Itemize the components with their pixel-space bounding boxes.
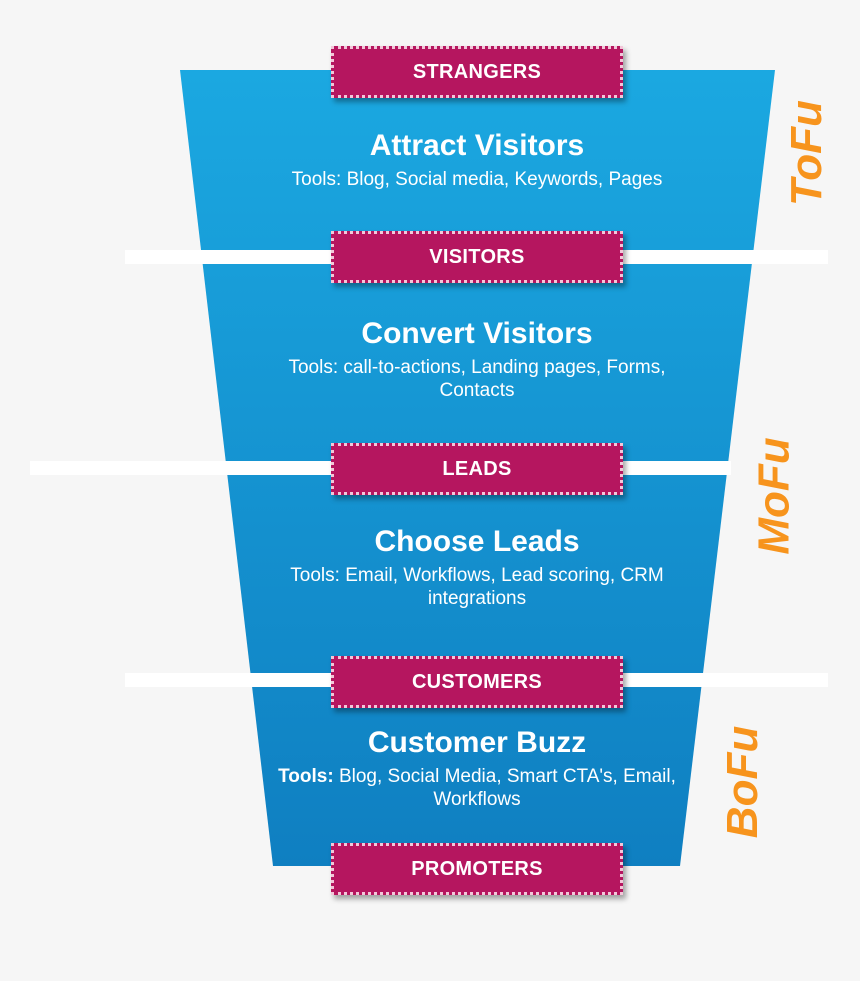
tools-list: Tools: Blog, Social media, Keywords, Pag… [291,169,663,190]
stage-buzz: Customer Buzz Tools: Blog, Social Media,… [277,725,677,811]
tag-strangers: STRANGERS [331,46,623,98]
stage-title: Choose Leads [374,525,580,558]
tools-list: Tools: call-to-actions, Landing pages, F… [288,357,666,401]
stage-convert: Convert Visitors Tools: call-to-actions,… [267,316,687,402]
tools-list: Tools: Email, Workflows, Lead scoring, C… [290,565,664,609]
tools-list: Blog, Social Media, Smart CTA's, Email, … [333,766,676,810]
phase-label-tofu: ToFu [781,100,831,206]
stage-tools: Tools: Email, Workflows, Lead scoring, C… [277,564,677,610]
stage-title: Customer Buzz [367,726,587,759]
stage-tools: Tools: call-to-actions, Landing pages, F… [267,356,687,402]
tag-promoters: PROMOTERS [331,843,623,895]
phase-label-mofu: MoFu [749,437,799,555]
stage-tools: Tools: Blog, Social Media, Smart CTA's, … [277,765,677,811]
tag-visitors: VISITORS [331,231,623,283]
stage-choose: Choose Leads Tools: Email, Workflows, Le… [277,524,677,610]
stage-tools: Tools: Blog, Social media, Keywords, Pag… [237,168,717,191]
tools-label: Tools: [278,766,334,787]
tag-customers: CUSTOMERS [331,656,623,708]
phase-label-bofu: BoFu [718,725,768,839]
stage-attract: Attract Visitors Tools: Blog, Social med… [237,128,717,191]
stage-title: Attract Visitors [369,129,585,162]
tag-leads: LEADS [331,443,623,495]
stage-title: Convert Visitors [361,317,593,350]
